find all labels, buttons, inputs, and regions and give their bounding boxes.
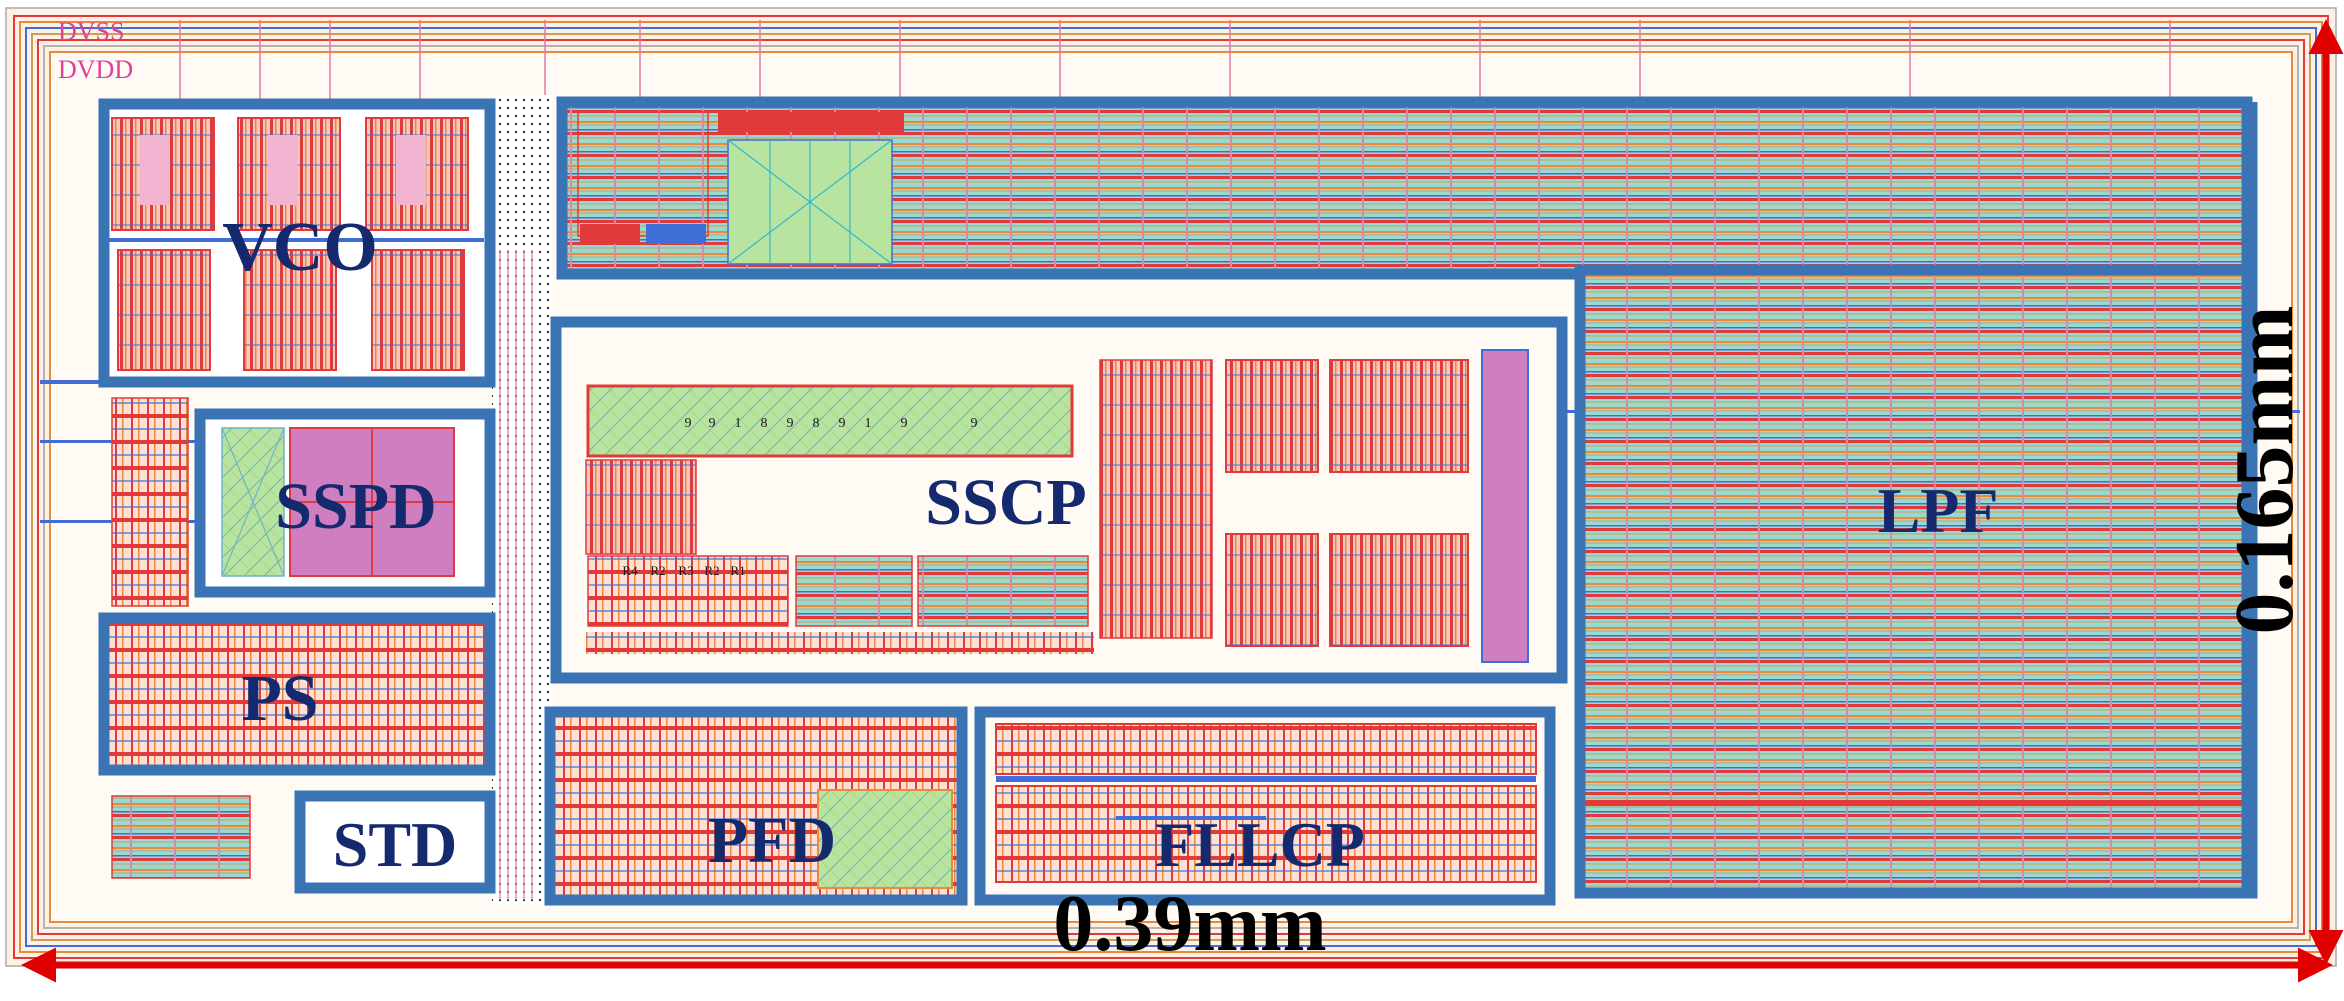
svg-text:9: 9 bbox=[901, 416, 908, 431]
svg-text:8: 8 bbox=[813, 416, 820, 431]
sscp-label: SSCP bbox=[925, 466, 1086, 539]
vco-stage-3 bbox=[365, 117, 469, 371]
dvss-label: DVSS bbox=[58, 17, 124, 46]
left-misc-cell bbox=[111, 397, 189, 607]
vco-stage-2 bbox=[237, 117, 341, 371]
width-dimension: 0.39mm bbox=[21, 880, 2333, 983]
sscp-resistor-labels: R4 R2 R3 R2 R1 bbox=[622, 563, 745, 578]
pfd-block: PFD bbox=[544, 706, 968, 906]
dvdd-label: DVDD bbox=[58, 55, 133, 84]
svg-text:1: 1 bbox=[735, 416, 742, 431]
svg-text:R1: R1 bbox=[730, 563, 745, 578]
sspd-block: SSPD bbox=[194, 408, 496, 598]
lpf-block: LPF bbox=[1574, 102, 2258, 899]
ps-block: PS bbox=[98, 612, 496, 776]
top-signal-lines bbox=[179, 20, 2171, 110]
svg-text:R2: R2 bbox=[704, 563, 719, 578]
left-bottom-cell bbox=[111, 795, 251, 879]
vco-block: VCO bbox=[98, 98, 496, 388]
svg-text:9: 9 bbox=[685, 416, 692, 431]
ps-label: PS bbox=[241, 662, 318, 735]
svg-text:9: 9 bbox=[839, 416, 846, 431]
sscp-capacitor-labels: 9 9 1 8 9 8 9 1 9 9 bbox=[685, 416, 978, 431]
std-block: STD bbox=[294, 790, 496, 894]
height-dimension: 0.165mm bbox=[2218, 19, 2344, 965]
height-label: 0.165mm bbox=[2218, 306, 2311, 635]
svg-text:R3: R3 bbox=[678, 563, 693, 578]
width-label: 0.39mm bbox=[1053, 880, 1326, 968]
svg-text:9: 9 bbox=[971, 416, 978, 431]
svg-text:9: 9 bbox=[787, 416, 794, 431]
sspd-label: SSPD bbox=[275, 470, 436, 543]
std-label: STD bbox=[333, 809, 458, 880]
svg-text:R2: R2 bbox=[650, 563, 665, 578]
svg-text:8: 8 bbox=[761, 416, 768, 431]
fllcp-label: FLLCP bbox=[1155, 809, 1365, 880]
svg-text:R4: R4 bbox=[622, 563, 638, 578]
vco-label: VCO bbox=[222, 209, 378, 286]
lpf-label: LPF bbox=[1878, 475, 1999, 546]
sscp-block: 9 9 1 8 9 8 9 1 9 9 R4 R2 R3 R2 R1 bbox=[550, 316, 1568, 684]
vco-stage-1 bbox=[111, 117, 215, 371]
svg-text:1: 1 bbox=[865, 416, 872, 431]
fllcp-block: FLLCP bbox=[974, 706, 1556, 906]
pfd-label: PFD bbox=[708, 804, 836, 877]
svg-text:9: 9 bbox=[709, 416, 716, 431]
top-row-block bbox=[556, 96, 2253, 280]
